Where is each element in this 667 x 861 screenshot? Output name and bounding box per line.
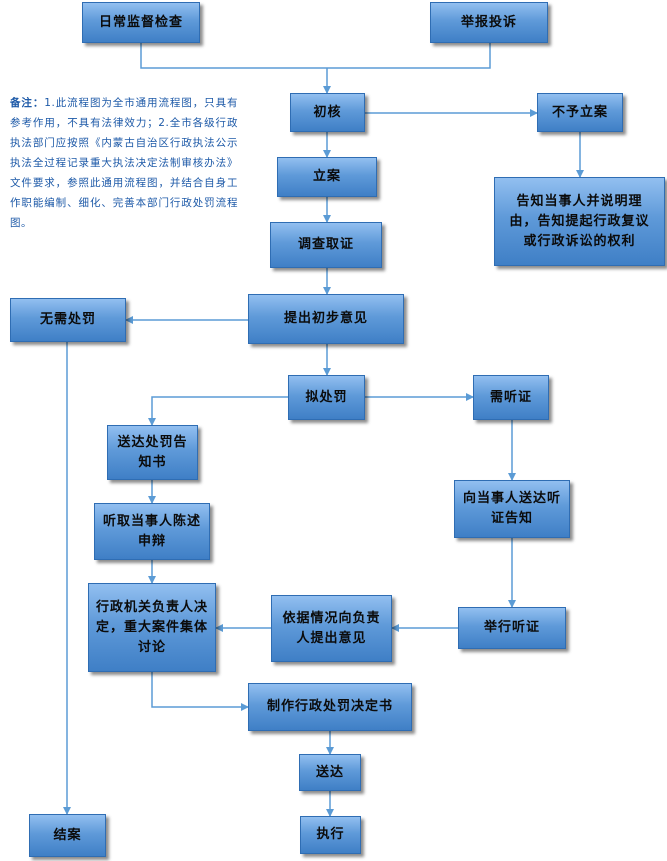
node-execute: 执行 [300,816,361,854]
node-hear-statement: 听取当事人陈述申辩 [94,503,210,560]
node-hearing-required-label: 需听证 [489,389,532,405]
node-close-case: 结案 [29,814,106,857]
node-initial-opinion-label: 提出初步意见 [283,311,368,326]
connector-daily-to-merge [140,43,327,69]
note-text: 备注：1.此流程图为全市通用流程图，只具有参考作用，不具有法律效力；2.全市各级… [10,93,238,233]
note-body: 1.此流程图为全市通用流程图，只具有参考作用，不具有法律效力；2.全市各级行政执… [10,97,238,229]
node-hold-hearing-label: 举行听证 [483,620,540,635]
node-report-complaint: 举报投诉 [430,2,548,43]
connector-intend-to-deliver-notice [148,396,288,426]
node-file-case: 立案 [277,157,377,197]
node-preliminary-check-label: 初核 [313,104,342,120]
node-report-complaint-label: 举报投诉 [460,14,517,30]
node-investigate: 调查取证 [270,222,382,268]
node-preliminary-check: 初核 [290,93,365,132]
node-execute-label: 执行 [316,827,345,842]
node-opinion-to-head-label: 依据情况向负责人提出意见 [282,610,381,646]
node-inform-rights-label: 告知当事人并说明理由，告知提起行政复议或行政诉讼的权利 [509,193,650,249]
node-initial-opinion: 提出初步意见 [248,294,404,344]
node-inform-rights: 告知当事人并说明理由，告知提起行政复议或行政诉讼的权利 [494,177,665,266]
node-not-filed-label: 不予立案 [551,104,608,120]
node-opinion-to-head: 依据情况向负责人提出意见 [271,595,392,662]
connector-report-to-merge [327,43,491,69]
node-intend-penalty-label: 拟处罚 [305,389,348,405]
node-decision: 行政机关负责人决定，重大案件集体讨论 [88,583,216,672]
node-deliver-notice-label: 送达处罚告知书 [117,434,188,470]
node-close-case-label: 结案 [53,827,82,843]
node-make-decision-label: 制作行政处罚决定书 [266,699,393,714]
node-deliver-notice: 送达处罚告知书 [107,425,198,480]
node-decision-label: 行政机关负责人决定，重大案件集体讨论 [95,599,208,655]
node-daily-inspection-label: 日常监督检查 [98,14,183,30]
node-hearing-notice-label: 向当事人送达听证告知 [462,491,561,526]
node-no-penalty-label: 无需处罚 [39,312,96,327]
node-investigate-label: 调查取证 [297,237,354,252]
node-make-decision: 制作行政处罚决定书 [248,683,412,731]
connector-decision-to-make [151,672,249,711]
note-label: 备注： [10,97,45,109]
node-hear-statement-label: 听取当事人陈述申辩 [102,513,201,549]
node-intend-penalty: 拟处罚 [288,375,365,420]
node-daily-inspection: 日常监督检查 [82,2,200,43]
node-hearing-notice: 向当事人送达听证告知 [454,480,570,538]
node-deliver-label: 送达 [315,764,344,780]
node-hold-hearing: 举行听证 [458,607,566,649]
node-no-penalty: 无需处罚 [10,298,126,342]
node-file-case-label: 立案 [312,169,341,184]
node-hearing-required: 需听证 [473,375,549,420]
node-not-filed: 不予立案 [537,93,623,132]
node-deliver: 送达 [299,754,361,791]
